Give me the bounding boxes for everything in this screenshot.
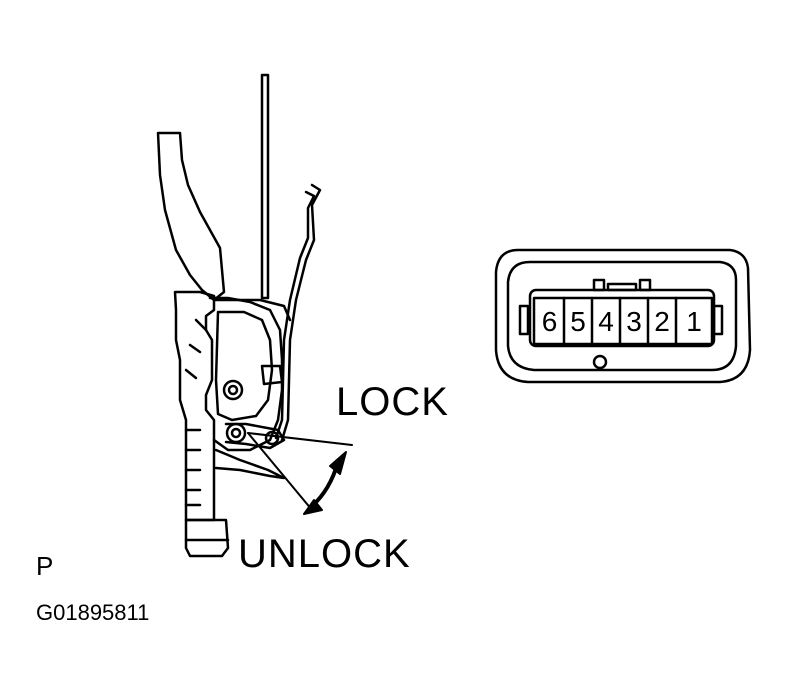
connector-outline — [494, 248, 752, 384]
connector-pin-4: 4 — [598, 306, 614, 337]
connector-pin-6: 6 — [541, 306, 558, 337]
figure-code: G01895811 — [36, 600, 150, 625]
connector-pin-1: 1 — [686, 306, 702, 337]
lock-assembly — [156, 73, 322, 558]
connector-pin-5: 5 — [570, 306, 586, 337]
connector-pin-2: 2 — [654, 306, 670, 337]
lock-unlock-arrow — [303, 451, 347, 515]
view-label: P — [36, 551, 54, 581]
unlock-label: UNLOCK — [238, 532, 411, 576]
lock-label: LOCK — [336, 380, 449, 424]
connector-pin-3: 3 — [626, 306, 642, 337]
